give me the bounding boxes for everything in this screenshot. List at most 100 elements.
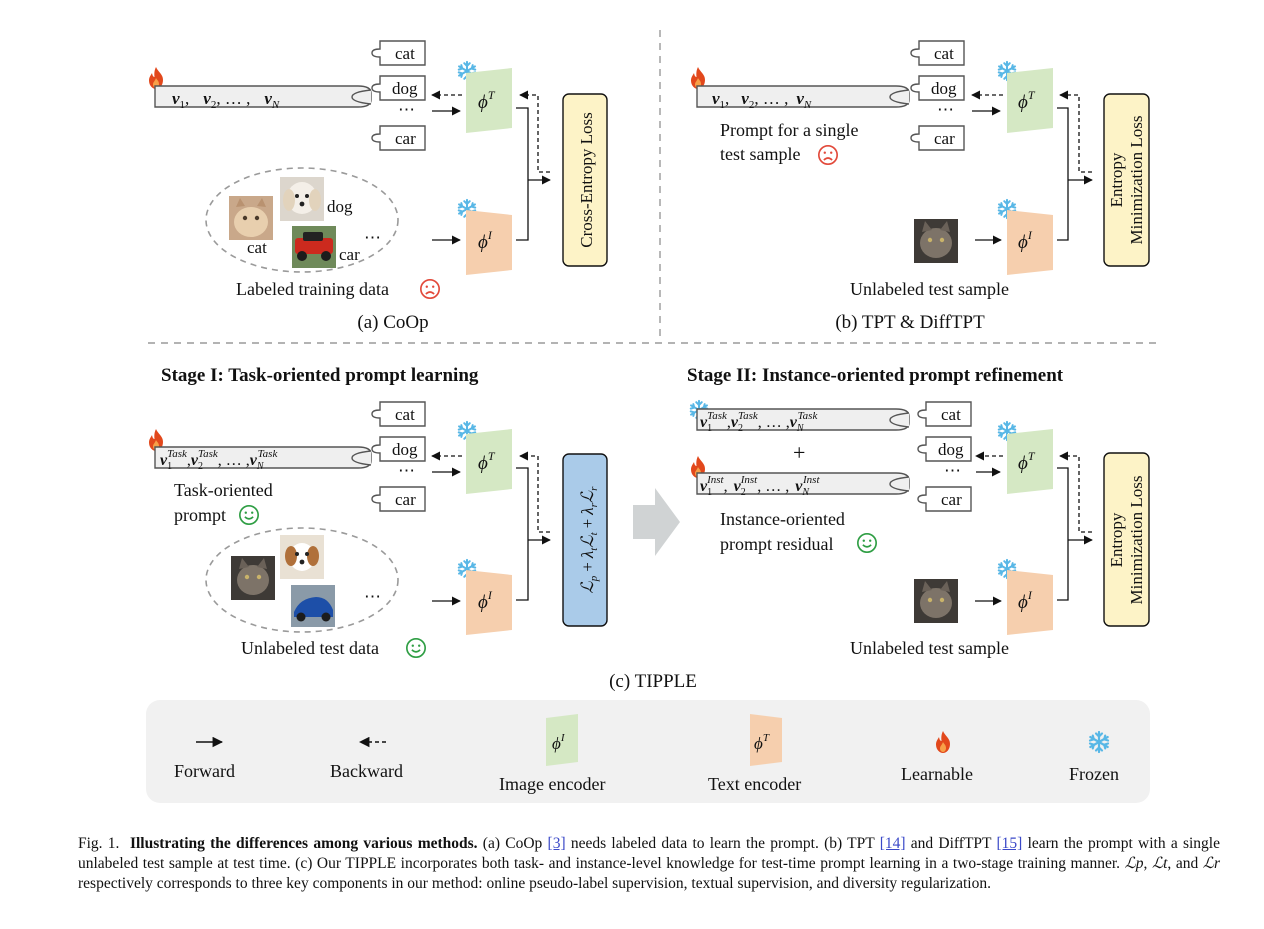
class-label-cat: cat (395, 405, 415, 424)
prompt-caption-line2: prompt (174, 505, 226, 525)
test-sample-cat-image (914, 219, 958, 263)
entropy-loss-line1: Entropy (1107, 512, 1126, 567)
text-encoder-shape (466, 429, 512, 494)
legend-forward: Forward (174, 761, 235, 781)
image-encoder-legend-shape (546, 714, 578, 766)
cat-image (229, 196, 273, 240)
class-label-car: car (934, 129, 955, 148)
caption-fig-number: Fig. 1. (78, 835, 120, 852)
sad-face-icon (420, 279, 440, 299)
text-encoder-shape (1007, 429, 1053, 494)
citation-link-3[interactable]: [3] (547, 835, 566, 852)
image-encoder-shape (466, 570, 512, 635)
task-prompt-tokens: v1Task,v2Task, … ,vNTask (160, 448, 278, 472)
prompt-tokens: v1,v2, … ,vN (712, 89, 812, 111)
image-encoder-shape (466, 210, 512, 275)
text-encoder-legend-shape (750, 714, 782, 766)
text-encoder-label: ϕT (1018, 88, 1036, 113)
entropy-loss-line1: Entropy (1107, 152, 1126, 207)
stage-transition-arrow (633, 488, 680, 556)
legend-image-encoder: Image encoder (499, 774, 605, 794)
class-label-dog: dog (392, 79, 418, 98)
class-ellipsis: ⋯ (398, 100, 415, 119)
image-label-dog: dog (327, 197, 353, 216)
image-encoder-label: ϕI (1018, 588, 1033, 613)
figure-caption: Fig. 1. Illustrating the differences amo… (78, 835, 1220, 892)
image-encoder-label: ϕI (478, 228, 493, 253)
image-encoder-label: ϕI (1018, 228, 1033, 253)
combined-loss-box (562, 453, 608, 627)
panel-tipple-stage1: Stage I: Task-oriented prompt learning v… (149, 365, 608, 658)
diagram-canvas: v1,v2, … ,vN cat dog ⋯ car ϕT ϕI Cross-E… (146, 30, 1160, 803)
text-encoder-label: ϕT (478, 88, 496, 113)
citation-link-15[interactable]: [15] (996, 835, 1023, 852)
image-more-ellipsis: ⋯ (364, 228, 381, 247)
legend-frozen: Frozen (1069, 764, 1119, 784)
image-encoder-label: ϕI (478, 588, 493, 613)
image-encoder-shape (1007, 210, 1053, 275)
class-label-cat: cat (941, 405, 961, 424)
unlabeled-test-sample-caption: Unlabeled test sample (850, 279, 1009, 299)
legend-learnable: Learnable (901, 764, 973, 784)
prompt-caption-line1: Prompt for a single (720, 120, 858, 140)
text-encoder-shape (1007, 68, 1053, 133)
happy-face-icon (406, 638, 426, 658)
entropy-loss-line2: Minimization Loss (1127, 476, 1146, 605)
class-label-car: car (395, 490, 416, 509)
legend: Forward Backward ϕI Image encoder ϕT Tex… (146, 700, 1150, 803)
entropy-loss-line2: Minimization Loss (1127, 116, 1146, 245)
prompt-tokens: v1,v2, … ,vN (172, 89, 280, 111)
sad-face-icon (818, 145, 838, 165)
car-image (291, 585, 335, 627)
image-label-car: car (339, 245, 360, 264)
prompt-caption-line1: Task-oriented (174, 480, 273, 500)
dog-image (280, 177, 324, 221)
image-more-ellipsis: ⋯ (364, 587, 381, 606)
panel-coop: v1,v2, … ,vN cat dog ⋯ car ϕT ϕI Cross-E… (149, 40, 608, 333)
test-data-ellipse (205, 527, 399, 633)
class-ellipsis: ⋯ (398, 461, 415, 480)
legend-text-encoder: Text encoder (708, 774, 801, 794)
unlabeled-test-sample-caption: Unlabeled test sample (850, 638, 1009, 658)
cat-image (231, 556, 275, 600)
task-prompt-tokens: v1Task,v2Task, … ,vNTask (700, 410, 818, 434)
class-ellipsis: ⋯ (937, 100, 954, 119)
class-label-car: car (395, 129, 416, 148)
class-label-car: car (941, 490, 962, 509)
text-encoder-label: ϕT (478, 449, 496, 474)
stage2-title: Stage II: Instance-oriented prompt refin… (687, 365, 1064, 386)
text-encoder-legend-symbol: ϕT (754, 732, 770, 753)
panel-b-label: (b) TPT & DiffTPT (835, 312, 985, 333)
stage1-title: Stage I: Task-oriented prompt learning (161, 365, 479, 386)
panel-tipple-stage2: Stage II: Instance-oriented prompt refin… (687, 365, 1150, 658)
panel-a-label: (a) CoOp (357, 312, 428, 333)
dog-image (280, 535, 324, 579)
image-label-cat: cat (247, 238, 267, 257)
plus-sign: + (793, 440, 805, 465)
happy-face-icon (857, 533, 877, 553)
class-label-dog: dog (931, 79, 957, 98)
test-sample-cat-image (914, 579, 958, 623)
unlabeled-test-data-caption: Unlabeled test data (241, 638, 379, 658)
car-image (292, 226, 336, 268)
panel-tpt: v1,v2, … ,vN Prompt for a single test sa… (691, 40, 1150, 333)
panel-c-label: (c) TIPPLE (609, 671, 697, 692)
legend-background (146, 700, 1150, 803)
prompt-caption-line2: test sample (720, 144, 800, 164)
class-label-cat: cat (934, 44, 954, 63)
labeled-training-data-caption: Labeled training data (236, 279, 389, 299)
class-ellipsis: ⋯ (944, 461, 961, 480)
entropy-loss-box (1103, 452, 1150, 627)
instance-prompt-tokens: v1Inst,v2Inst, … ,vNInst (700, 474, 820, 498)
happy-face-icon (239, 505, 259, 525)
prompt-caption-line1: Instance-oriented (720, 509, 845, 529)
citation-link-14[interactable]: [14] (879, 835, 906, 852)
cross-entropy-loss-box (562, 93, 608, 267)
class-label-dog: dog (938, 440, 964, 459)
legend-backward: Backward (330, 761, 403, 781)
class-label-dog: dog (392, 440, 418, 459)
caption-bold-title: Illustrating the differences among vario… (129, 835, 478, 852)
entropy-loss-box (1103, 93, 1150, 267)
training-data-ellipse (205, 167, 399, 273)
